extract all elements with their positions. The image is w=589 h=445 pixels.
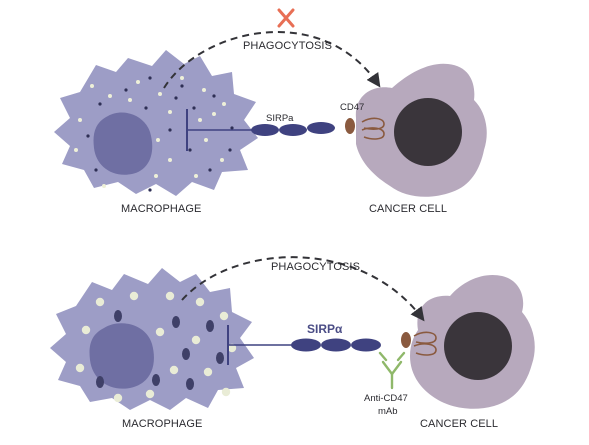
granule-light [136, 80, 140, 84]
macrophage-bottom-body [50, 268, 254, 410]
granule-light [191, 335, 201, 345]
cancer-cell-bottom-nucleus [444, 312, 512, 380]
granule-light [155, 327, 165, 337]
granule-light [180, 76, 184, 80]
granule-light [168, 158, 172, 162]
antibody-label-line2: mAb [378, 406, 398, 417]
cd47-label-top: CD47 [340, 102, 364, 113]
cancer-cell-top-nucleus [394, 98, 462, 166]
sirpa-label-bottom: SIRPα [307, 322, 343, 336]
sirpa-label-top: SIRPa [266, 113, 294, 124]
granule-light [204, 138, 208, 142]
granule-light [194, 174, 198, 178]
macrophage-bottom-granules [75, 291, 237, 403]
granule-light [154, 174, 158, 178]
macrophage-top-granules [74, 76, 234, 192]
granule-dark [188, 148, 192, 152]
granule-light [219, 311, 229, 321]
granule-light [145, 389, 155, 399]
granule-light [212, 112, 216, 116]
granule-light [165, 291, 175, 301]
antibody-label-line1: Anti-CD47 [364, 393, 408, 404]
granule-dark [212, 94, 216, 98]
macrophage-top-nucleus [93, 112, 153, 175]
granule-light [168, 110, 172, 114]
granule-dark [186, 378, 194, 390]
macrophage-label-top: MACROPHAGE [121, 203, 201, 215]
granule-dark [182, 348, 190, 360]
sirpa-receptor-top [251, 122, 335, 136]
granule-dark [98, 102, 102, 106]
sirpa-receptor-bottom [291, 338, 381, 352]
granule-light [220, 158, 224, 162]
granule-dark [86, 134, 90, 138]
granule-dark [216, 352, 224, 364]
cancer-cell-label-bottom: CANCER CELL [420, 418, 498, 430]
granule-light [128, 98, 132, 102]
phagocytosis-label-top: PHAGOCYTOSIS [243, 40, 332, 52]
granule-dark [180, 84, 184, 88]
granule-dark [148, 188, 152, 192]
granule-dark [168, 128, 172, 132]
macrophage-label-bottom: MACROPHAGE [122, 418, 202, 430]
granule-dark [172, 316, 180, 328]
phagocytosis-label-bottom: PHAGOCYTOSIS [271, 261, 360, 273]
granule-light [222, 102, 226, 106]
granule-light [195, 297, 205, 307]
granule-dark [152, 374, 160, 386]
x-mark-icon [277, 8, 295, 28]
granule-dark [124, 88, 128, 92]
phagocytosis-arrow-top [163, 31, 381, 89]
granule-dark [230, 126, 234, 130]
granule-light [203, 367, 213, 377]
granule-light [75, 363, 85, 373]
granule-dark [228, 148, 232, 152]
granule-light [90, 84, 94, 88]
granule-light [156, 138, 160, 142]
macrophage-bottom-nucleus [89, 323, 154, 389]
phagocytosis-arrow-bottom [181, 256, 425, 322]
granule-light [74, 148, 78, 152]
granule-light [227, 343, 237, 353]
granule-light [102, 184, 106, 188]
granule-light [95, 297, 105, 307]
granule-light [129, 291, 139, 301]
granule-dark [94, 168, 98, 172]
granule-light [81, 325, 91, 335]
panel-bottom: SIRPα Anti-CD47 mAb PHAGOCYTOSIS MACROPH… [50, 256, 535, 430]
granule-light [198, 118, 202, 122]
granule-dark [96, 376, 104, 388]
granule-dark [192, 106, 196, 110]
granule-light [221, 387, 231, 397]
granule-light [158, 92, 162, 96]
granule-light [78, 118, 82, 122]
granule-dark [148, 76, 152, 80]
granule-dark [174, 96, 178, 100]
granule-dark [144, 106, 148, 110]
cd47-ligand-top [345, 117, 385, 140]
granule-light [113, 393, 123, 403]
cancer-cell-label-top: CANCER CELL [369, 203, 447, 215]
granule-light [169, 365, 179, 375]
granule-light [202, 88, 206, 92]
granule-dark [114, 310, 122, 322]
anti-cd47-antibody-icon [378, 351, 406, 390]
cd47-ligand-bottom [401, 331, 437, 356]
granule-light [108, 94, 112, 98]
granule-dark [208, 168, 212, 172]
granule-dark [206, 320, 214, 332]
panel-top: SIRPa CD47 PHAGOCYTOSIS MACROPHAGE CANCE… [54, 8, 487, 215]
